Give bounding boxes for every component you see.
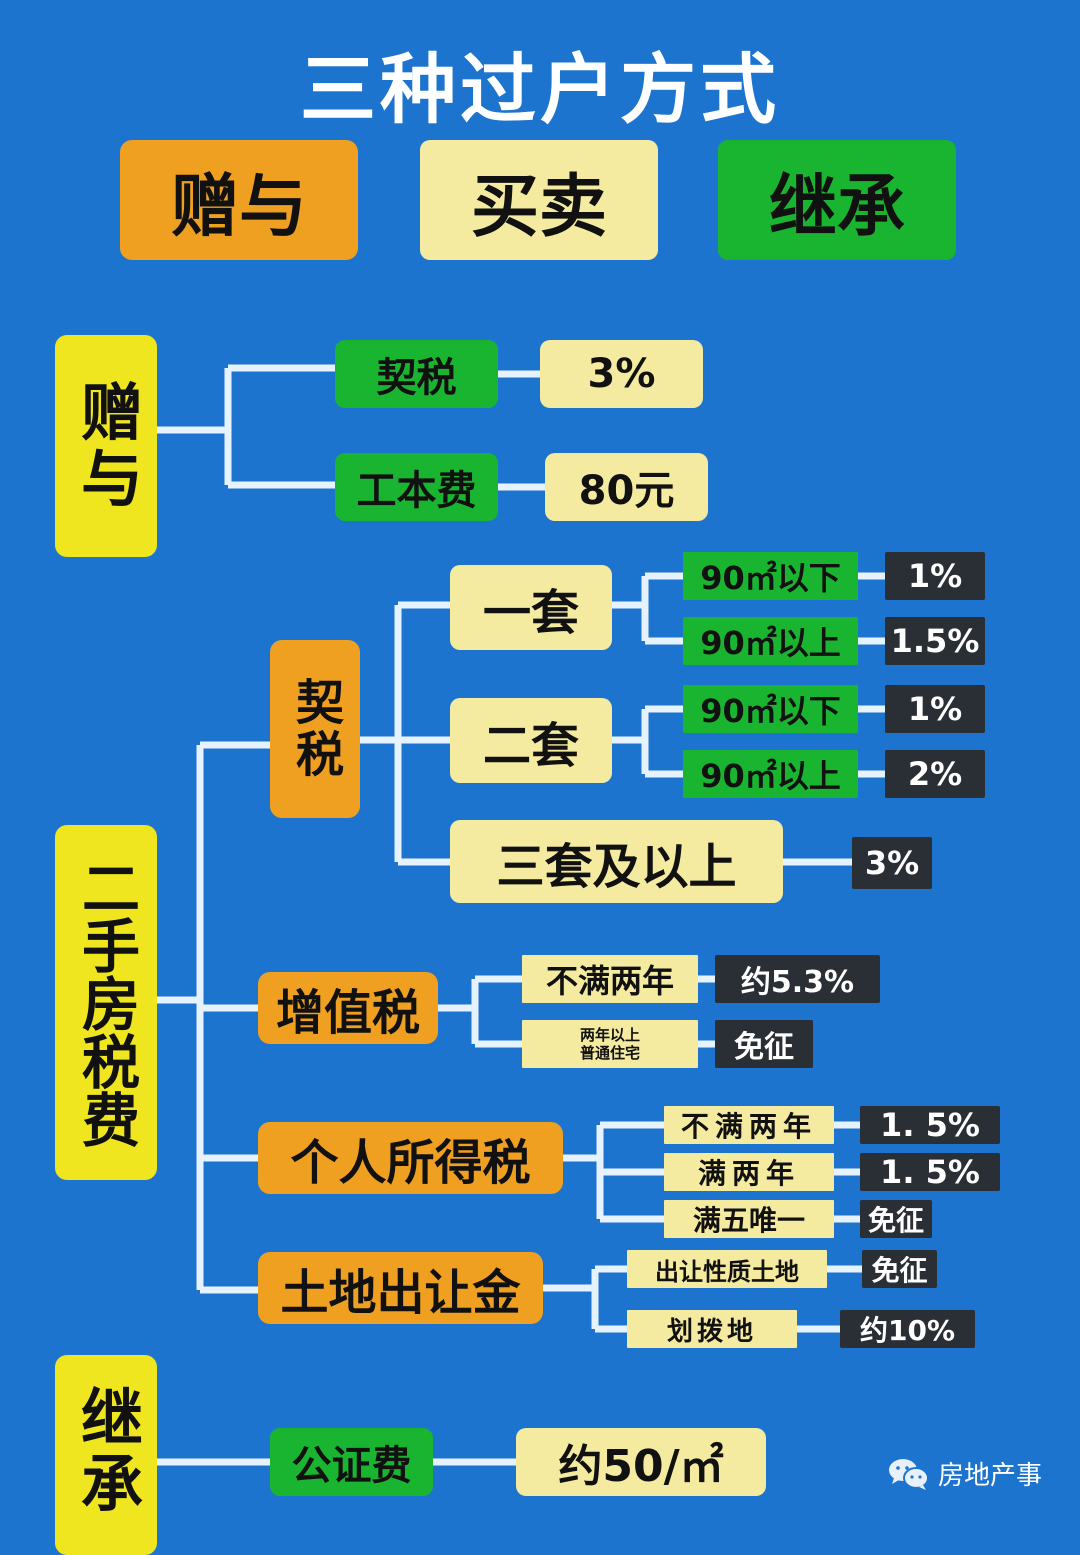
- rate: 1.5%: [885, 617, 985, 665]
- gift-fee: 工本费: [335, 453, 498, 521]
- gift-deed-tax: 契税: [335, 340, 498, 408]
- gift-fee-value: 80元: [545, 453, 708, 521]
- method-sale: 买卖: [420, 140, 658, 260]
- land-cond: 划拨地: [627, 1310, 797, 1348]
- gift-label: 赠与: [55, 335, 157, 557]
- land-label: 土地出让金: [258, 1252, 543, 1324]
- rate: 免征: [862, 1250, 937, 1288]
- area-row: 90㎡以下: [683, 685, 858, 733]
- rate: 1. 5%: [860, 1106, 1000, 1144]
- deed-tax-label: 契税: [270, 640, 360, 818]
- area-row: 90㎡以上: [683, 617, 858, 665]
- income-tax-label: 个人所得税: [258, 1122, 563, 1194]
- rate: 2%: [885, 750, 985, 798]
- rate: 1%: [885, 685, 985, 733]
- rate: 免征: [715, 1020, 813, 1068]
- vat-cond-line2: 普通住宅: [579, 1044, 640, 1062]
- rate: 1%: [885, 552, 985, 600]
- income-cond: 不满两年: [664, 1106, 834, 1144]
- page-title: 三种过户方式: [300, 45, 780, 134]
- rate: 约10%: [840, 1310, 975, 1348]
- watermark: 房地产事: [888, 1455, 1042, 1492]
- rate: 约5.3%: [715, 955, 880, 1003]
- income-cond: 满两年: [664, 1153, 834, 1191]
- vat-cond-line1: 两年以上: [579, 1026, 640, 1044]
- first-home: 一套: [450, 565, 612, 650]
- notary-fee-value: 约50/㎡: [516, 1428, 766, 1496]
- area-row: 90㎡以上: [683, 750, 858, 798]
- vat-cond: 不满两年: [522, 955, 698, 1003]
- second-hand-label: 二手房税费: [55, 825, 157, 1180]
- notary-fee: 公证费: [270, 1428, 433, 1496]
- rate: 免征: [860, 1200, 932, 1238]
- land-cond: 出让性质土地: [627, 1250, 827, 1288]
- rate: 1. 5%: [860, 1153, 1000, 1191]
- area-row: 90㎡以下: [683, 552, 858, 600]
- wechat-icon: [889, 1458, 929, 1490]
- method-inherit: 继承: [718, 140, 956, 260]
- watermark-text: 房地产事: [938, 1461, 1043, 1491]
- second-home: 二套: [450, 698, 612, 783]
- third-home: 三套及以上: [450, 820, 783, 903]
- inherit-label: 继承: [55, 1355, 157, 1555]
- vat-cond: 两年以上 普通住宅: [522, 1020, 698, 1068]
- gift-deed-tax-value: 3%: [540, 340, 703, 408]
- rate: 3%: [852, 837, 932, 889]
- vat-label: 增值税: [258, 972, 438, 1044]
- income-cond: 满五唯一: [664, 1200, 834, 1238]
- method-gift: 赠与: [120, 140, 358, 260]
